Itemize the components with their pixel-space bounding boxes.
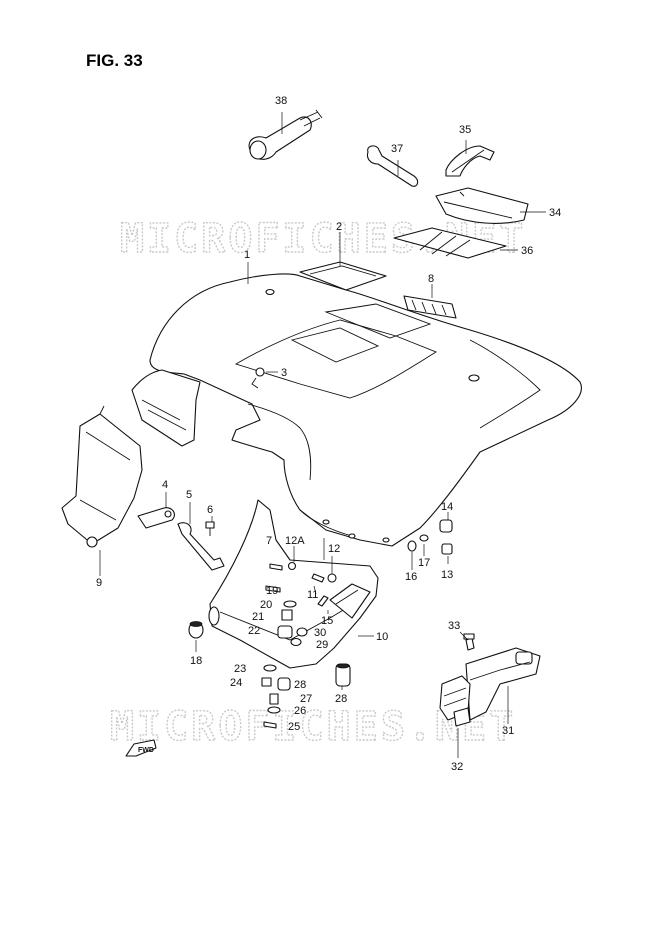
- part-18-drawing: [188, 621, 204, 639]
- part-36-drawing: [393, 227, 507, 259]
- part-labels: 38 37 35 34 36 2 1 8 3 9 4 5 6 7 12A 12 …: [96, 95, 561, 773]
- label-14: 14: [441, 501, 453, 513]
- part-5-drawing: [177, 522, 225, 571]
- label-11: 11: [307, 589, 318, 601]
- label-1: 1: [244, 249, 250, 261]
- label-5: 5: [186, 489, 192, 501]
- label-37: 37: [391, 143, 403, 155]
- label-36: 36: [521, 245, 533, 257]
- hardware-drawing: [261, 561, 351, 729]
- label-19: 19: [266, 585, 278, 597]
- fwd-arrow-icon: FWD: [125, 739, 157, 757]
- label-10: 10: [376, 631, 388, 643]
- part-35-drawing: [445, 145, 495, 177]
- label-8: 8: [428, 273, 434, 285]
- label-34: 34: [549, 207, 561, 219]
- label-32: 32: [451, 761, 463, 773]
- label-12a: 12A: [285, 535, 305, 547]
- part-10-drawing: [208, 499, 379, 669]
- fwd-label: FWD: [138, 747, 154, 754]
- label-33: 33: [448, 620, 460, 632]
- label-4: 4: [162, 479, 168, 491]
- part-4-drawing: [137, 507, 175, 529]
- label-31: 31: [502, 725, 514, 737]
- label-15: 15: [321, 615, 333, 627]
- label-28a: 28: [294, 679, 306, 691]
- label-20: 20: [260, 599, 272, 611]
- label-27: 27: [300, 693, 312, 705]
- clip-hardware-drawing: [407, 519, 453, 555]
- leader-lines: [99, 112, 546, 758]
- label-24: 24: [230, 677, 242, 689]
- label-12: 12: [328, 543, 340, 555]
- label-3: 3: [281, 367, 287, 379]
- part-9-drawing: [61, 405, 143, 548]
- label-28b: 28: [335, 693, 347, 705]
- label-25: 25: [288, 721, 300, 733]
- label-35: 35: [459, 124, 471, 136]
- label-30: 30: [314, 627, 326, 639]
- label-38: 38: [275, 95, 287, 107]
- part-3-drawing: [251, 367, 265, 389]
- label-6: 6: [207, 504, 213, 516]
- part-8-drawing: [403, 295, 457, 319]
- label-22: 22: [248, 625, 260, 637]
- label-13: 13: [441, 569, 453, 581]
- figure-title: FIG. 33: [86, 51, 143, 70]
- label-16: 16: [405, 571, 417, 583]
- label-7: 7: [266, 535, 272, 547]
- label-29: 29: [316, 639, 328, 651]
- part-6-drawing: [205, 521, 215, 536]
- label-23: 23: [234, 663, 246, 675]
- label-18: 18: [190, 655, 202, 667]
- part-38-drawing: [248, 109, 323, 160]
- part-2-drawing: [299, 261, 387, 291]
- label-9: 9: [96, 577, 102, 589]
- label-21: 21: [252, 611, 264, 623]
- label-2: 2: [336, 221, 342, 233]
- part-1-fender-drawing: [131, 273, 582, 547]
- label-26: 26: [294, 705, 306, 717]
- label-17: 17: [418, 557, 430, 569]
- part-31-bracket-drawing: [439, 633, 541, 727]
- part-37-drawing: [366, 145, 419, 187]
